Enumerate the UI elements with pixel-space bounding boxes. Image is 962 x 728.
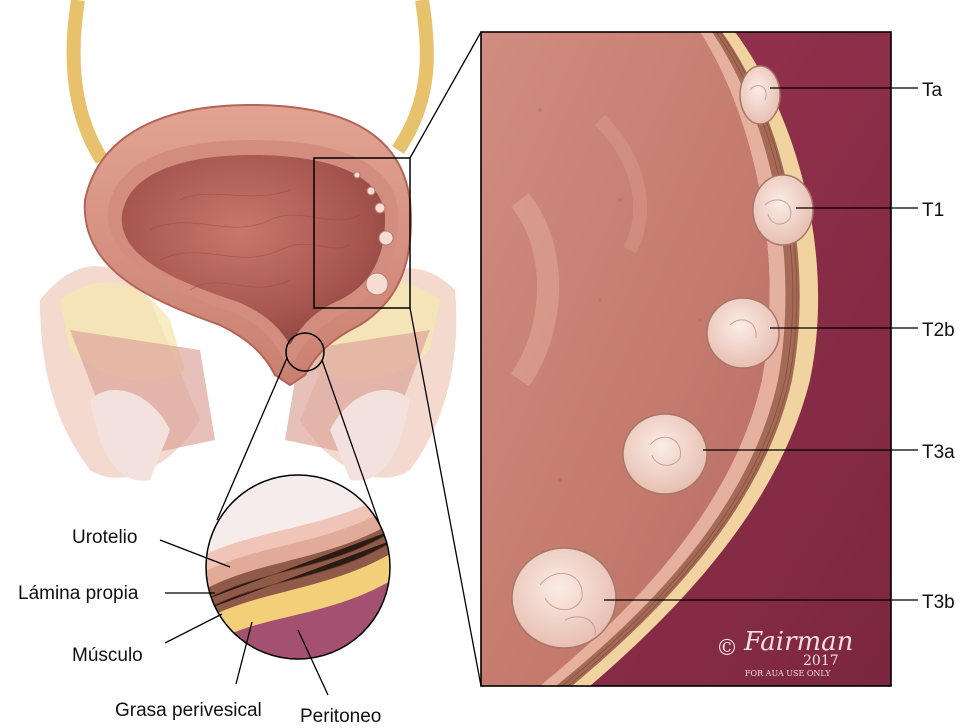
wall-layers-inset [200, 470, 400, 680]
label-t2b: T2b [922, 320, 955, 341]
label-t3b: T3b [922, 592, 955, 613]
label-grasa-perivesical: Grasa perivesical [115, 700, 262, 721]
svg-text:FOR AUA USE ONLY: FOR AUA USE ONLY [745, 669, 831, 678]
label-ta: Ta [922, 80, 943, 101]
label-t3a: T3a [922, 442, 955, 463]
label-musculo: Músculo [72, 645, 143, 666]
right-ureter [398, 0, 427, 150]
label-urotelio: Urotelio [72, 527, 137, 548]
stage-labels: Ta T1 T2b T3a T3b [922, 80, 955, 613]
bladder-overview [40, 0, 456, 481]
tumor-t3b [512, 548, 616, 648]
label-lamina-propia: Lámina propia [18, 583, 139, 604]
tumor-t3a [623, 414, 707, 494]
tumor-ta [740, 66, 780, 124]
svg-text:2017: 2017 [803, 653, 839, 669]
zoom-panel: © Fairman 2017 FOR AUA USE ONLY [481, 32, 891, 686]
label-t1: T1 [922, 200, 944, 221]
tumor-t1 [753, 175, 813, 245]
svg-text:©: © [716, 636, 738, 661]
left-ureter [74, 0, 102, 160]
tumor-t2b [707, 298, 779, 368]
label-peritoneo: Peritoneo [300, 706, 381, 727]
